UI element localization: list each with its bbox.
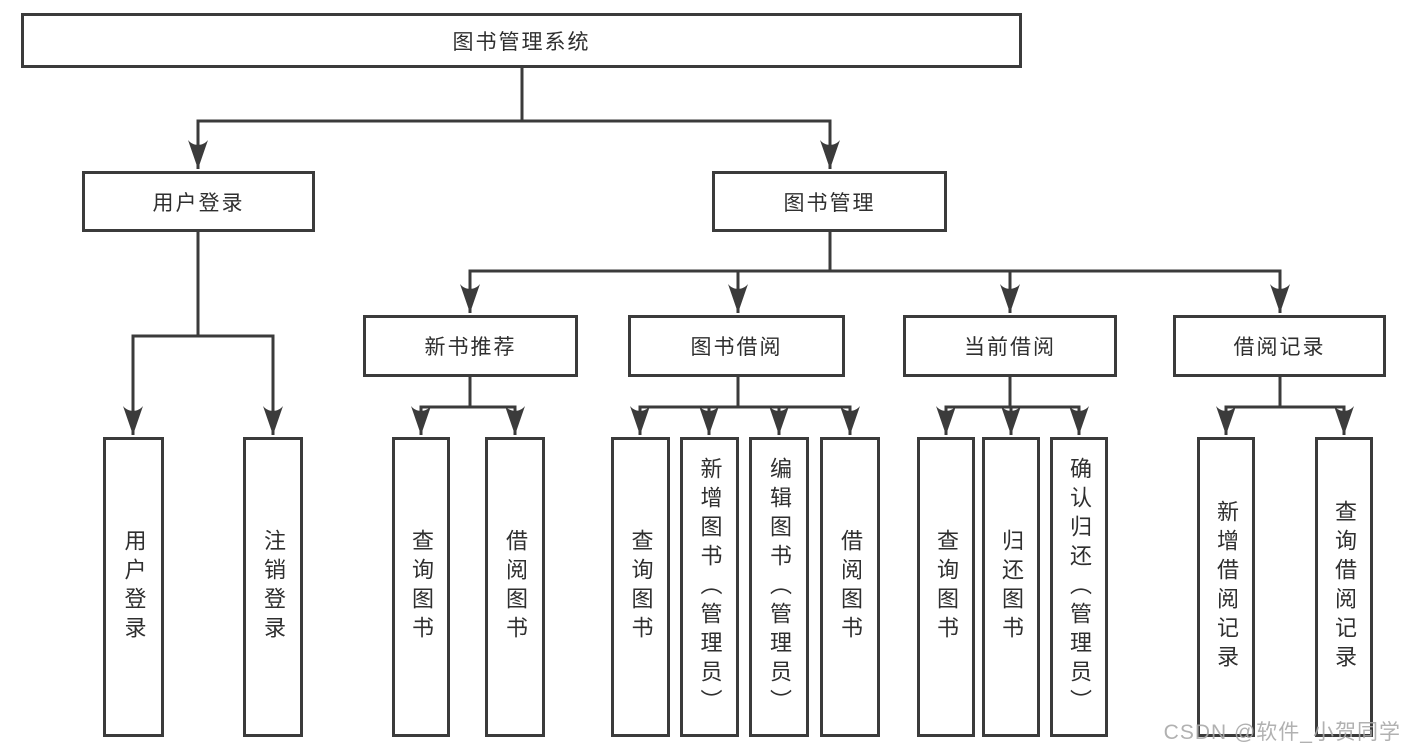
leaf-borrow-books: 借阅图书 <box>820 437 880 737</box>
connector-root-to-level2 <box>188 67 840 169</box>
connector-current-borrow-children <box>936 377 1089 435</box>
node-current-borrow: 当前借阅 <box>903 315 1117 377</box>
csdn-watermark: CSDN @软件_小贺同学 <box>1163 721 1401 744</box>
node-borrow-records: 借阅记录 <box>1173 315 1386 377</box>
leaf-confirm-return-admin: 确认归还（管理员） <box>1050 437 1108 737</box>
connector-new-book-children <box>411 377 525 435</box>
node-new-book-recommend: 新书推荐 <box>363 315 578 377</box>
leaf-edit-books-admin: 编辑图书（管理员） <box>749 437 809 737</box>
leaf-return-books: 归还图书 <box>982 437 1040 737</box>
leaf-logout: 注销登录 <box>243 437 303 737</box>
leaf-recommend-query-books: 查询图书 <box>392 437 450 737</box>
leaf-borrow-query-books: 查询图书 <box>611 437 670 737</box>
leaf-query-borrow-record: 查询借阅记录 <box>1315 437 1373 737</box>
node-book-borrow: 图书借阅 <box>628 315 845 377</box>
node-user-login: 用户登录 <box>82 171 315 232</box>
leaf-current-query-books: 查询图书 <box>917 437 975 737</box>
leaf-user-login: 用户登录 <box>103 437 164 737</box>
leaf-add-borrow-record: 新增借阅记录 <box>1197 437 1255 737</box>
node-book-management: 图书管理 <box>712 171 947 232</box>
connector-book-borrow-children <box>630 377 860 435</box>
connector-user-login-children <box>123 232 283 435</box>
connector-book-management-children <box>460 232 1290 313</box>
leaf-recommend-borrow-books: 借阅图书 <box>485 437 545 737</box>
node-root-library-system: 图书管理系统 <box>21 13 1022 68</box>
leaf-add-books-admin: 新增图书（管理员） <box>680 437 739 737</box>
connector-borrow-records-children <box>1216 377 1354 435</box>
